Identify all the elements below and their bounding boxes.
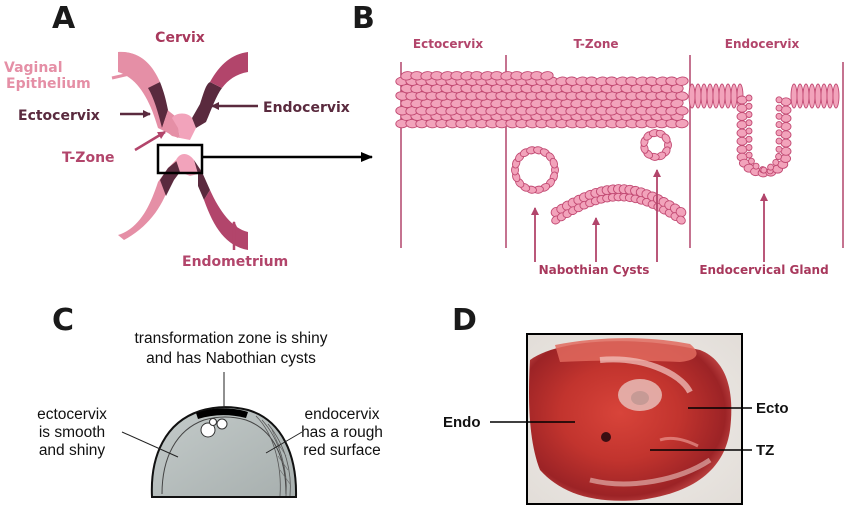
vaginal-epithelium-label-line1: Vaginal	[4, 60, 63, 76]
tzone-box	[156, 143, 204, 175]
c-left-line3: and shiny	[39, 442, 106, 459]
cervix-cone	[150, 406, 298, 498]
b-endocervix-label: Endocervix	[725, 37, 800, 51]
endocervical-gland-label: Endocervical Gland	[699, 263, 828, 277]
vaginal-epithelium-label-line2: Epithelium	[6, 76, 91, 92]
nabothian-cysts	[511, 129, 687, 225]
c-left-line1: ectocervix	[37, 406, 107, 423]
c-left-line2: is smooth	[39, 424, 105, 441]
lower-cervix-band	[118, 154, 248, 250]
endocervix-label: Endocervix	[263, 100, 350, 116]
cervix-label: Cervix	[155, 30, 205, 46]
c-ectocervix-pointer	[121, 431, 179, 458]
b-tzone-label: T-Zone	[573, 37, 618, 51]
squamous-epithelium	[395, 71, 689, 129]
tz-label: TZ	[756, 442, 774, 459]
tzone-label: T-Zone	[62, 150, 115, 166]
panel-a-letter: A	[52, 1, 76, 36]
c-right-line3: red surface	[303, 442, 381, 459]
panel-b: B Ectocervix T-Zone Endocervix Nabothian…	[352, 1, 844, 277]
upper-cervix-band	[118, 51, 248, 140]
panel-d-letter: D	[452, 303, 477, 338]
c-right-line1: endocervix	[305, 406, 380, 423]
tzone-arrow	[134, 130, 166, 152]
panel-b-letter: B	[352, 1, 375, 36]
panel-c-letter: C	[52, 303, 74, 338]
c-top-line1: transformation zone is shiny	[135, 330, 328, 347]
vaginal-epithelium-arrow	[111, 69, 139, 80]
panel-a: A Cervix Vaginal Epithelium Ectocervix E…	[4, 1, 373, 270]
c-top-line2: and has Nabothian cysts	[146, 350, 316, 367]
nabothian-cysts-label: Nabothian Cysts	[539, 263, 650, 277]
endo-label: Endo	[443, 414, 481, 431]
ecto-label: Ecto	[756, 400, 789, 417]
tissue-photo	[526, 333, 743, 505]
panel-d: D Endo Ecto TZ	[443, 303, 789, 505]
endometrium-label: Endometrium	[182, 254, 288, 270]
ectocervix-label: Ectocervix	[18, 108, 100, 124]
endocervical-gland	[736, 94, 792, 178]
panel-c: C transformation zone is shiny and has N…	[37, 303, 383, 498]
c-endocervix-pointer	[265, 431, 303, 454]
columnar-epithelium	[688, 83, 840, 109]
c-right-line2: has a rough	[301, 424, 383, 441]
b-ectocervix-label: Ectocervix	[413, 37, 483, 51]
